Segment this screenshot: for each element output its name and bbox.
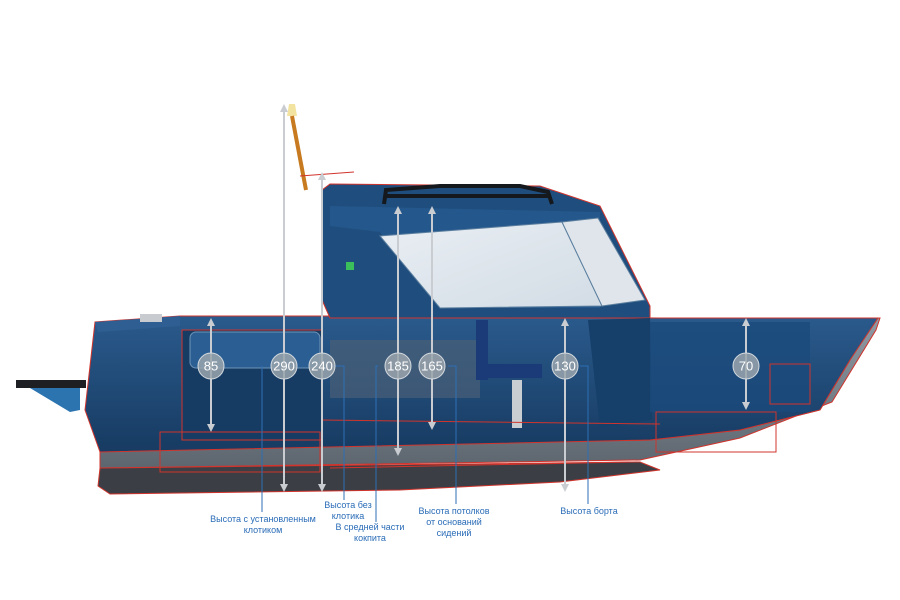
arrow-head-bottom bbox=[428, 422, 436, 430]
dimension-badge: 130 bbox=[551, 352, 579, 380]
dimension-value: 70 bbox=[739, 359, 753, 374]
cabin bbox=[321, 183, 651, 319]
arrow-head-top bbox=[561, 318, 569, 326]
caption-ceiling-from-seats: Высота потолков от оснований сидений bbox=[418, 506, 490, 538]
roof-rail bbox=[382, 184, 554, 205]
dimension-value: 130 bbox=[554, 359, 576, 374]
dimension-badge: 240 bbox=[308, 352, 336, 380]
dimension-value: 290 bbox=[273, 359, 295, 374]
mast bbox=[287, 104, 355, 191]
caption-height-with-mast: Высота с установленным клотиком bbox=[210, 514, 316, 535]
dimension-badge: 290 bbox=[270, 352, 298, 380]
dimension-badge: 185 bbox=[384, 352, 412, 380]
compartment-outlines bbox=[159, 363, 811, 473]
arrow-head-bottom bbox=[742, 402, 750, 410]
dimension-badge: 85 bbox=[197, 352, 225, 380]
dimension-badges: 85 290 240 185 165 130 70 bbox=[197, 352, 760, 380]
arrow-head-top bbox=[394, 206, 402, 214]
arrow-head-top bbox=[207, 318, 215, 326]
leader-line bbox=[448, 365, 457, 504]
arrow-head-bottom bbox=[318, 484, 326, 492]
dimension-badge: 70 bbox=[732, 352, 760, 380]
arrow-head-top bbox=[742, 318, 750, 326]
caption-height-without-mast: Высота без клотика bbox=[324, 500, 372, 521]
arrow-head-bottom bbox=[280, 484, 288, 492]
dimension-value: 240 bbox=[311, 359, 333, 374]
dimension-badge: 165 bbox=[418, 352, 446, 380]
arrow-head-bottom bbox=[394, 448, 402, 456]
leader-line bbox=[375, 365, 378, 522]
arrow-head-top bbox=[428, 206, 436, 214]
arrow-head-top bbox=[318, 172, 326, 180]
caption-cockpit-middle: В средней части кокпита bbox=[335, 522, 405, 543]
arrow-head-bottom bbox=[207, 424, 215, 432]
caption-side-height: Высота борта bbox=[560, 506, 618, 516]
dimension-value: 185 bbox=[387, 359, 409, 374]
arrow-head-top bbox=[280, 104, 288, 112]
outboard-shaft bbox=[16, 380, 86, 412]
dimension-value: 85 bbox=[204, 359, 218, 374]
arrow-head-bottom bbox=[561, 484, 569, 492]
leader-line bbox=[580, 365, 589, 504]
dimension-value: 165 bbox=[421, 359, 443, 374]
